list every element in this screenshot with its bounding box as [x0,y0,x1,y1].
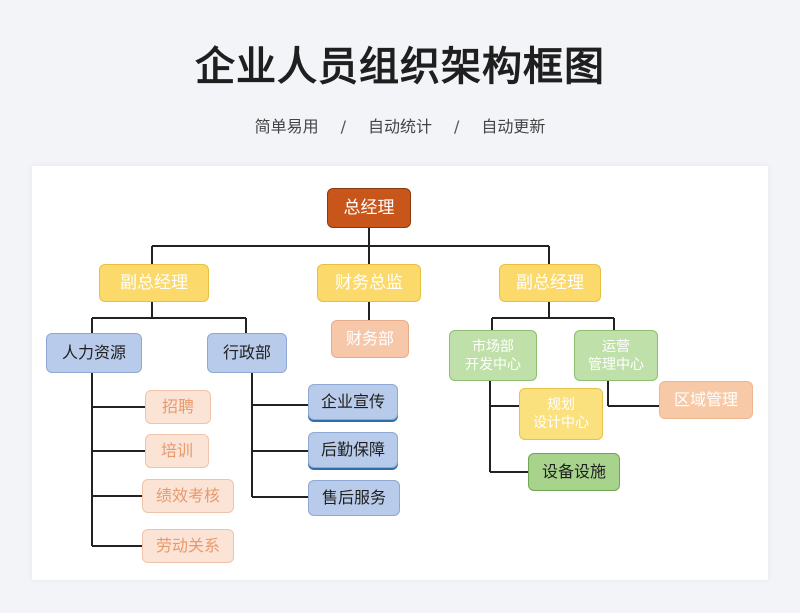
node-corporate-promo[interactable]: 企业宣传 [308,384,398,420]
node-training[interactable]: 培训 [145,434,209,468]
node-planning-label: 规划设计中心 [533,397,589,431]
subtitle-item-easy: 简单易用 [254,117,319,136]
node-finance-dept[interactable]: 财务部 [331,320,409,358]
node-market-dev-label: 市场部开发中心 [465,338,521,373]
node-ops-label: 运营管理中心 [588,338,644,373]
node-after-sales[interactable]: 售后服务 [308,480,400,516]
subtitle-separator: / [340,117,346,136]
node-admin[interactable]: 行政部 [207,333,287,373]
node-labor-relations[interactable]: 劳动关系 [142,529,234,563]
subtitle-separator: / [454,117,460,136]
node-logistics[interactable]: 后勤保障 [308,432,398,468]
node-vp-right[interactable]: 副总经理 [499,264,601,302]
subtitle-item-stats: 自动统计 [367,117,432,136]
node-regional[interactable]: 区域管理 [659,381,753,419]
subtitle-item-update: 自动更新 [481,117,546,136]
page-subtitle: 简单易用 / 自动统计 / 自动更新 [0,113,800,137]
node-ceo[interactable]: 总经理 [327,188,411,228]
node-hr[interactable]: 人力资源 [46,333,142,373]
node-finance-director[interactable]: 财务总监 [317,264,421,302]
node-vp-left[interactable]: 副总经理 [99,264,209,302]
page-title: 企业人员组织架构框图 [195,44,605,90]
node-planning-center[interactable]: 规划设计中心 [519,388,603,440]
node-performance[interactable]: 绩效考核 [142,479,234,513]
node-facilities[interactable]: 设备设施 [528,453,620,491]
node-ops-center[interactable]: 运营管理中心 [574,330,658,381]
node-recruiting[interactable]: 招聘 [145,390,211,424]
node-market-dev-center[interactable]: 市场部开发中心 [449,330,537,381]
